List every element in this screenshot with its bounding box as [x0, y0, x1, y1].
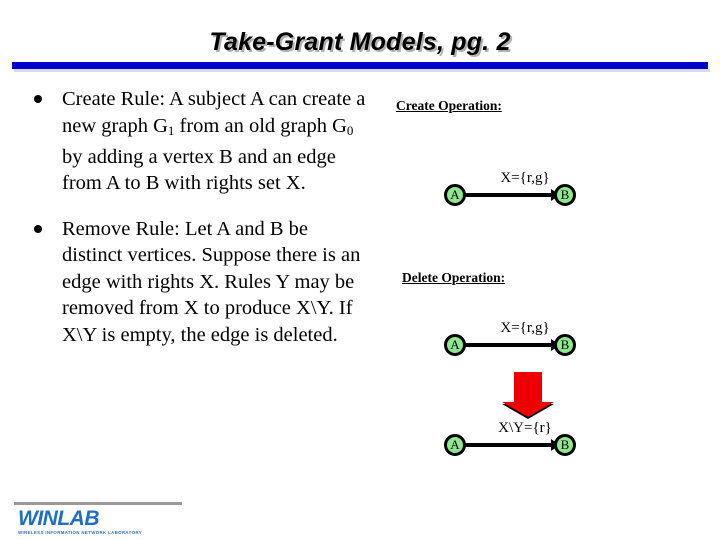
bullet-subscript: 1 — [167, 122, 175, 138]
winlab-logo: WINLAB WIRELESS INFORMATION NETWORK LABO… — [18, 508, 186, 536]
graph-node-a: A — [444, 434, 466, 456]
edge-line — [465, 443, 553, 447]
bullet-segment: from an old graph G — [174, 114, 347, 137]
edge-line — [465, 193, 553, 197]
bullet-disc-icon — [34, 224, 42, 233]
bullet-segment: by adding a vertex B and an edge from A … — [62, 145, 336, 195]
bullet-segment: Create Rule: A subject A can create a ne… — [62, 88, 366, 137]
edge-label: X={r,g} — [500, 170, 550, 186]
title-divider-shadow — [14, 69, 710, 72]
bullet-disc-icon — [34, 95, 42, 103]
winlab-logo-subtitle: WIRELESS INFORMATION NETWORK LABORATORY — [18, 530, 142, 535]
down-arrow-icon — [496, 370, 560, 420]
edge-line — [465, 343, 553, 347]
delete-operation-heading: Delete Operation: — [402, 270, 506, 285]
list-item-text: Remove Rule: Let A and B be distinct ver… — [62, 217, 361, 346]
bullet-list: Create Rule: A subject A can create a ne… — [28, 86, 368, 348]
graph-node-b: B — [554, 184, 576, 206]
graph-node-b: B — [554, 434, 576, 456]
create-operation-graph: X={r,g} A B — [444, 170, 604, 212]
winlab-logo-wordmark: WINLAB — [18, 507, 99, 530]
title-divider — [12, 62, 708, 69]
edge-label: X\Y={r} — [498, 420, 552, 436]
list-item: Create Rule: A subject A can create a ne… — [28, 86, 368, 197]
footer-divider — [14, 502, 182, 505]
delete-operation-graph-before: X={r,g} A B — [444, 320, 604, 362]
graph-node-a: A — [444, 184, 466, 206]
graph-node-a: A — [444, 334, 466, 356]
list-item-text: Create Rule: A subject A can create a ne… — [62, 86, 368, 197]
create-operation-heading: Create Operation: — [396, 98, 502, 113]
edge-label: X={r,g} — [500, 320, 550, 336]
delete-operation-graph-after: X\Y={r} A B — [444, 420, 604, 462]
bullet-subscript: 0 — [346, 122, 354, 138]
graph-node-b: B — [554, 334, 576, 356]
list-item: Remove Rule: Let A and B be distinct ver… — [28, 216, 368, 349]
page-title: Take-Grant Models, pg. 2 — [209, 28, 511, 56]
